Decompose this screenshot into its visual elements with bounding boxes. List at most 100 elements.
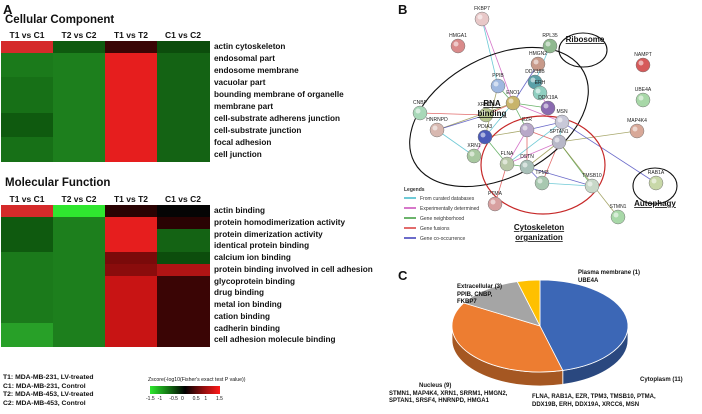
node-highlight [453, 41, 459, 47]
go-term-label: actin binding [214, 206, 265, 215]
node-highlight [533, 59, 539, 65]
network-legend-item: From curated databases [420, 196, 475, 202]
protein-node [584, 178, 600, 194]
protein-node-label: PPIB [492, 73, 504, 79]
node-highlight [415, 108, 421, 114]
interaction-edge [436, 114, 487, 131]
heatmap-cell [1, 77, 54, 90]
heatmap-cell [157, 101, 210, 114]
sample-key-line: C1: MDA-MB-231, Control [3, 382, 86, 390]
node-highlight [554, 137, 560, 143]
node-highlight [632, 126, 638, 132]
heatmap-cell [53, 216, 106, 229]
heatmap-cell [53, 125, 106, 138]
column-header: T2 vs C2 [61, 30, 97, 40]
column-header: T1 vs C1 [9, 30, 45, 40]
heatmap-cell [105, 334, 158, 347]
column-header: T1 vs T2 [113, 30, 149, 40]
heatmap-cell [53, 275, 106, 288]
panel-c-letter: C [398, 268, 408, 283]
heatmap-cell [1, 263, 54, 276]
extracellular-title: Extracellular (3) [457, 284, 503, 290]
heatmap-cell [105, 287, 158, 300]
node-highlight [545, 41, 551, 47]
protein-node [505, 95, 521, 111]
node-highlight [481, 110, 487, 116]
node-highlight [508, 98, 514, 104]
protein-node-label: UBE4A [635, 87, 652, 93]
cytoplasm-genes: FLNA, RAB1A, EZR, TPM3, TMSB10, PTMA, DD… [532, 394, 656, 409]
interaction-edge [526, 166, 593, 187]
protein-node-label: ENO1 [506, 90, 520, 96]
heatmap-cell [53, 240, 106, 253]
column-header: C1 vs C2 [165, 194, 201, 204]
node-highlight [543, 103, 549, 109]
heatmap-cell [105, 310, 158, 323]
node-highlight [651, 178, 657, 184]
heatmap-cell [1, 137, 54, 150]
protein-node-label: RAB1A [648, 170, 665, 176]
heatmap-cell [157, 252, 210, 265]
scale-tick-label: -0.5 [169, 396, 178, 402]
heatmap-cell [1, 287, 54, 300]
heatmap-cell [1, 228, 54, 241]
heatmap-cell [157, 137, 210, 150]
molecular-function-title: Molecular Function [5, 177, 111, 189]
node-highlight [480, 132, 486, 138]
protein-node-label: PTMA [488, 191, 503, 197]
go-term-label: glycoprotein binding [214, 276, 295, 286]
heatmap-cell [157, 263, 210, 276]
heatmap-cell [1, 125, 54, 138]
protein-node [499, 156, 515, 172]
protein-node-label: XRCC6 [478, 102, 495, 108]
column-header: T1 vs C1 [9, 194, 45, 204]
heatmap-cell [105, 89, 158, 102]
protein-node-label: DSTN [520, 154, 534, 160]
go-term-label: vacuolar part [214, 78, 266, 87]
color-scale-bar [150, 386, 220, 394]
column-header: T1 vs T2 [113, 194, 149, 204]
heatmap-cell [1, 310, 54, 323]
protein-node [466, 148, 482, 164]
protein-node-label: SPTAN1 [549, 129, 568, 135]
heatmap-cell [53, 101, 106, 114]
protein-node-label: MSN [556, 109, 568, 115]
cytoplasm-label: Cytoplasm (11) [640, 377, 683, 383]
interaction-edge [541, 141, 560, 184]
protein-node [540, 100, 556, 116]
protein-node [490, 78, 506, 94]
heatmap-cell [105, 65, 158, 78]
node-highlight [469, 151, 475, 157]
protein-node-label: ERH [535, 80, 546, 86]
protein-node-label: DDX19B [525, 69, 545, 75]
node-highlight [537, 178, 543, 184]
protein-node [635, 57, 651, 73]
heatmap-cell [53, 149, 106, 162]
pie-slice-nucleus [451, 302, 564, 373]
node-highlight [530, 77, 536, 83]
heatmap-cell [157, 113, 210, 126]
nucleus-genes-1: STMN1, MAP4K4, XRN1, SRRM1, HMGN2, [389, 390, 508, 397]
interaction-edge [484, 102, 514, 138]
heatmap-cell [105, 77, 158, 90]
nucleus-genes-2: SPTAN1, SRSF4, HNRNPD, HMGA1 [389, 398, 489, 404]
protein-node-label: RPL35 [542, 33, 558, 39]
heatmap-cell [105, 322, 158, 335]
heatmap-cell [157, 149, 210, 162]
go-term-label: protein dimerization activity [214, 229, 323, 239]
heatmap-cell [105, 205, 158, 218]
heatmap-cell [1, 252, 54, 265]
sample-key: T1: MDA-MB-231, LV-treated C1: MDA-MB-23… [3, 374, 94, 408]
interaction-edge [436, 129, 475, 157]
interaction-edge [506, 121, 563, 165]
protein-node [477, 129, 493, 145]
protein-node [429, 122, 445, 138]
heatmap-cell [53, 77, 106, 90]
scale-tick-label: -1.5 [146, 396, 155, 402]
protein-node-label: STMN1 [610, 204, 627, 210]
node-highlight [535, 88, 541, 94]
protein-node-label: MAP4K4 [627, 118, 647, 124]
go-term-label: cell-substrate junction [214, 126, 302, 135]
go-term-label: drug binding [214, 288, 265, 298]
